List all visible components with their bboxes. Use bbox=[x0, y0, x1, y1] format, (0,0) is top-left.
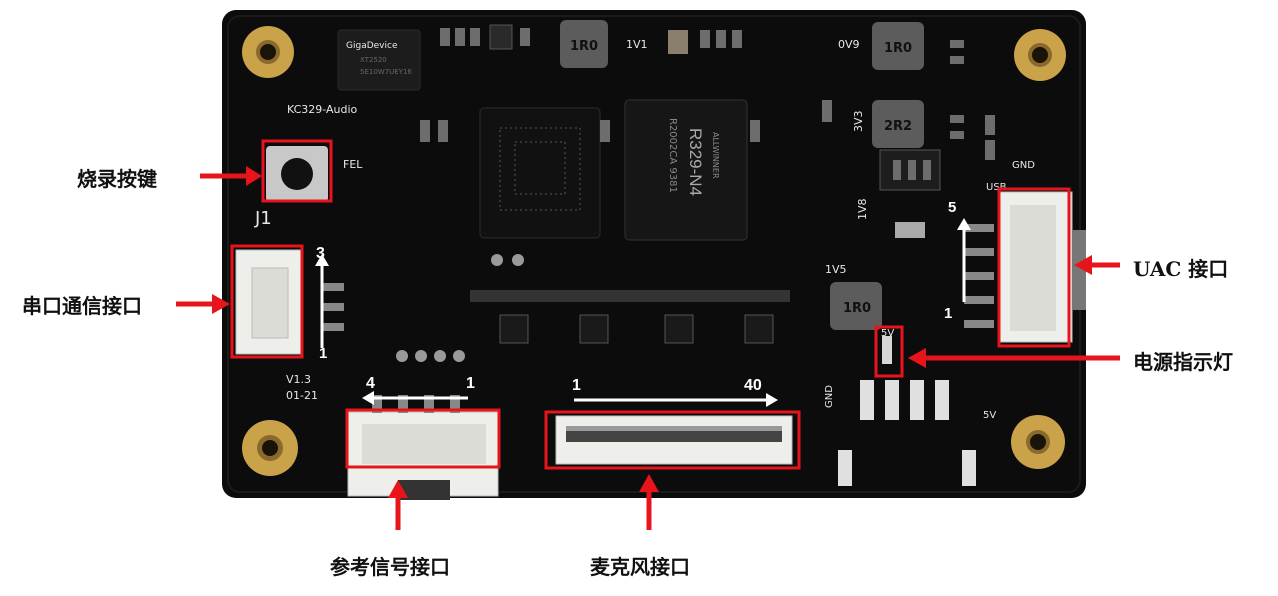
version-text: V1.3 bbox=[286, 373, 311, 386]
usb-text: USB bbox=[986, 182, 1007, 193]
ref-pin-left: 4 bbox=[366, 375, 375, 392]
rail-1v1-text: 1V1 bbox=[626, 38, 648, 51]
flash-brand-text: GigaDevice bbox=[346, 41, 398, 51]
serial-box bbox=[230, 244, 304, 359]
serial-label: 串口通信接口 bbox=[22, 294, 142, 318]
serial-pin-bottom: 1 bbox=[319, 345, 327, 362]
board-name-text: KC329-Audio bbox=[287, 103, 358, 116]
mounting-hole-bl bbox=[242, 420, 298, 476]
bottom-pads bbox=[838, 380, 976, 486]
power-led bbox=[882, 336, 892, 364]
rail-3v3-text: 3V3 bbox=[852, 110, 865, 132]
annotation-arrows bbox=[176, 166, 1120, 530]
svg-text:5E10W7UEY16: 5E10W7UEY16 bbox=[360, 68, 412, 76]
five-v-bottom-text: 5V bbox=[983, 410, 996, 421]
inductor-2-text: 1R0 bbox=[884, 41, 912, 56]
rail-0v9-text: 0V9 bbox=[838, 38, 860, 51]
mounting-hole-tl bbox=[242, 26, 294, 78]
highlight-boxes bbox=[230, 139, 1071, 470]
microphone-label: 麦克风接口 bbox=[590, 555, 690, 579]
mounting-hole-br bbox=[1011, 415, 1065, 469]
j1-text: J1 bbox=[254, 208, 272, 229]
soc-chip: R329-N4 R2002CA 9381 ALLWINNER bbox=[624, 99, 748, 241]
mounting-hole-tr bbox=[1014, 29, 1066, 81]
date-text: 01-21 bbox=[286, 389, 318, 402]
fel-text: FEL bbox=[343, 158, 363, 171]
reference-label: 参考信号接口 bbox=[330, 555, 450, 579]
svg-text:XT2520: XT2520 bbox=[360, 56, 387, 64]
power-led-label: 电源指示灯 bbox=[1133, 350, 1233, 374]
flash-chip: GigaDevice XT2520 5E10W7UEY16 bbox=[337, 29, 421, 91]
inductor-1: 1R0 bbox=[560, 20, 608, 68]
burn-button[interactable] bbox=[266, 146, 328, 202]
burn-key-label: 烧录按键 bbox=[77, 167, 157, 191]
gnd-bottom-text: GND bbox=[824, 385, 835, 408]
burn-key-box bbox=[261, 139, 333, 203]
power-led-box bbox=[874, 325, 904, 378]
inductor-1-text: 1R0 bbox=[570, 39, 598, 54]
rail-1v8-text: 1V8 bbox=[856, 198, 869, 220]
gnd-text: GND bbox=[1012, 160, 1035, 171]
reference-connector bbox=[347, 395, 499, 500]
passive-components bbox=[420, 24, 995, 238]
uac-connector bbox=[964, 191, 1086, 343]
inductor-3: 2R2 bbox=[872, 100, 924, 148]
soc-brand-text: ALLWINNER bbox=[711, 132, 720, 179]
serial-connector bbox=[235, 249, 344, 355]
uac-box bbox=[997, 187, 1071, 348]
uac-pin-top: 5 bbox=[948, 199, 956, 216]
inductor-2: 1R0 bbox=[872, 22, 924, 70]
inductor-4-text: 1R0 bbox=[843, 301, 871, 316]
rail-1v5-text: 1V5 bbox=[825, 263, 847, 276]
mic-fpc-connector bbox=[555, 415, 793, 465]
bga-footprint bbox=[479, 107, 601, 239]
soc-model-text: R329-N4 bbox=[686, 128, 705, 196]
five-v-led-text: 5V bbox=[881, 328, 894, 339]
inductor-3-text: 2R2 bbox=[884, 119, 912, 134]
adc-chips bbox=[470, 290, 790, 344]
ref-pin-right: 1 bbox=[466, 375, 475, 392]
reference-box bbox=[345, 408, 501, 469]
mic-pin-left: 1 bbox=[572, 377, 581, 394]
soc-sub-text: R2002CA 9381 bbox=[667, 118, 678, 193]
test-pads bbox=[396, 254, 524, 362]
inductor-4: 1R0 bbox=[830, 282, 882, 330]
uac-pin-bottom: 1 bbox=[944, 305, 952, 322]
serial-pin-top: 3 bbox=[316, 245, 325, 262]
uac-label: UAC 接口 bbox=[1133, 257, 1229, 281]
mic-box bbox=[544, 410, 801, 470]
pin-arrows bbox=[315, 218, 971, 407]
mic-pin-right: 40 bbox=[744, 377, 762, 394]
